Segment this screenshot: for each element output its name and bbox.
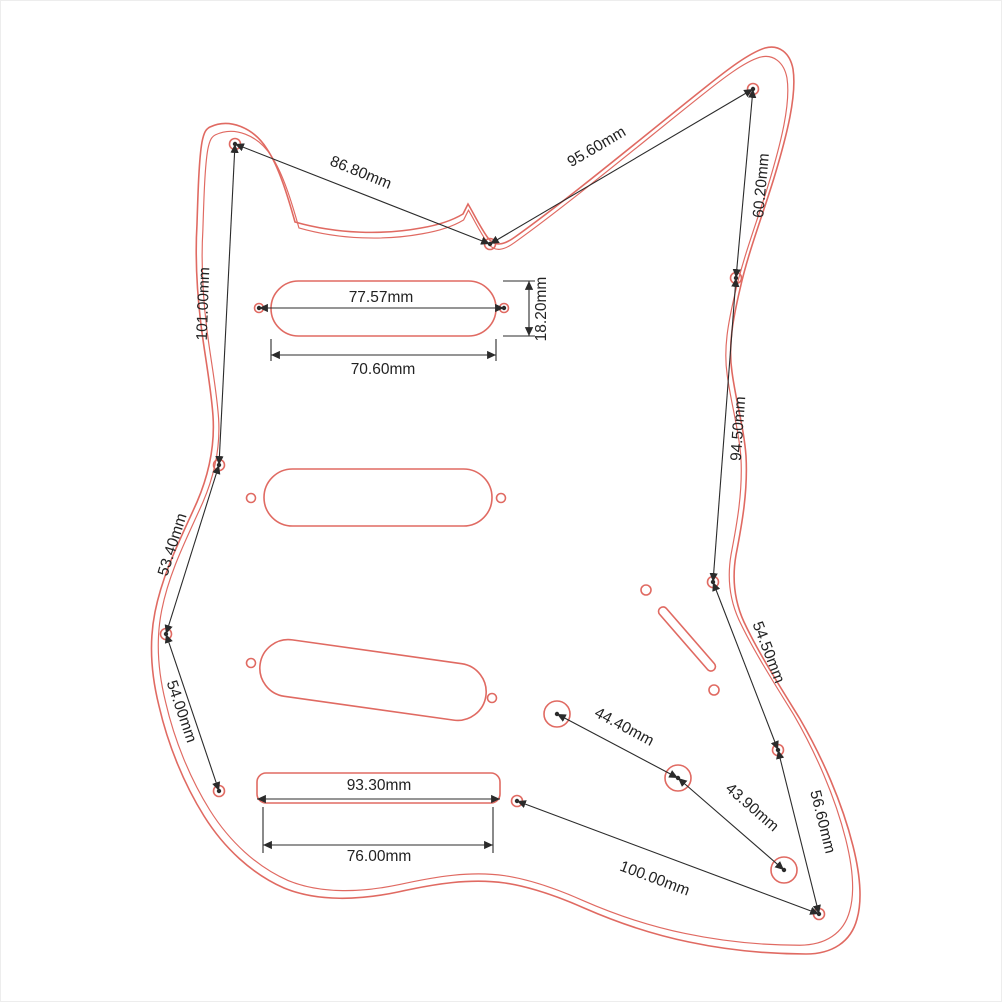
pickup-screw-hole [486, 692, 498, 704]
dimension-endpoint-dot [816, 911, 822, 917]
switch-screw-hole [708, 684, 720, 696]
dim-label-right-horn: 60.20mm [750, 153, 773, 219]
dimension-endpoint-dot [487, 241, 493, 247]
pickup-screw-hole [245, 492, 257, 504]
dim-line-left-lower [164, 633, 221, 792]
dimension-endpoint-dots [163, 86, 822, 917]
dimension-endpoint-dot [781, 867, 787, 873]
dim-label-bottom-diagonal: 100.00mm [617, 858, 692, 900]
dim-label-bridge-cutout-width: 93.30mm [347, 777, 412, 794]
dim-label-pickup-screw-span: 77.57mm [349, 289, 414, 306]
dim-label-upper-right-diagonal: 95.60mm [565, 123, 629, 170]
dimension-lines [164, 88, 821, 915]
dim-line-right-lower [776, 749, 821, 915]
dimension-endpoint-dot [750, 86, 756, 92]
dim-label-bridge-cutout-inner-width: 76.00mm [347, 848, 412, 865]
dim-label-pickup-slot-height: 18.20mm [533, 277, 550, 342]
pickup-cutout-middle [263, 468, 493, 527]
dim-label-pickup-slot-width: 70.60mm [351, 361, 416, 378]
pickup-screw-hole [245, 657, 257, 669]
dimension-endpoint-dot [216, 462, 222, 468]
dim-line-right-horn [732, 88, 757, 279]
pickup-screw-hole [495, 492, 507, 504]
switch-screw-hole [640, 584, 652, 596]
dimension-endpoint-dot [216, 788, 222, 794]
dim-line-upper-right-diagonal [489, 88, 754, 245]
dimension-endpoint-dot [232, 141, 238, 147]
dim-line-left-upper [215, 143, 239, 466]
dim-label-right-upper: 94.50mm [728, 396, 749, 462]
dim-line-upper-left-diagonal [234, 143, 491, 245]
dim-label-left-middle: 53.40mm [155, 511, 191, 578]
dimension-endpoint-dot [501, 305, 507, 311]
dimension-endpoint-dot [514, 798, 520, 804]
dimension-endpoint-dot [733, 275, 739, 281]
dim-line-left-middle [164, 464, 221, 635]
dim-line-right-middle [712, 581, 779, 751]
dimension-endpoint-dot [554, 711, 560, 717]
dimension-endpoint-dot [675, 775, 681, 781]
dimension-endpoint-dot [775, 747, 781, 753]
dimension-endpoint-dot [163, 631, 169, 637]
dimension-endpoint-dot [256, 305, 262, 311]
switch-slot [657, 606, 717, 672]
dim-line-bottom-diagonal [516, 800, 820, 915]
dim-label-right-middle: 54.50mm [749, 619, 788, 685]
dim-label-pot-spacing-2: 43.90mm [722, 780, 782, 835]
dim-line-right-upper [709, 277, 740, 583]
dim-line-pot-spacing-2 [677, 777, 785, 871]
dim-label-pot-spacing-1: 44.40mm [592, 704, 657, 749]
dimension-endpoint-dot [710, 579, 716, 585]
dim-label-left-upper: 101.00mm [194, 267, 214, 341]
pickup-cutout-bridge [259, 638, 487, 722]
dim-label-upper-left-diagonal: 86.80mm [328, 153, 394, 193]
dim-line-pot-spacing-1 [556, 713, 679, 779]
